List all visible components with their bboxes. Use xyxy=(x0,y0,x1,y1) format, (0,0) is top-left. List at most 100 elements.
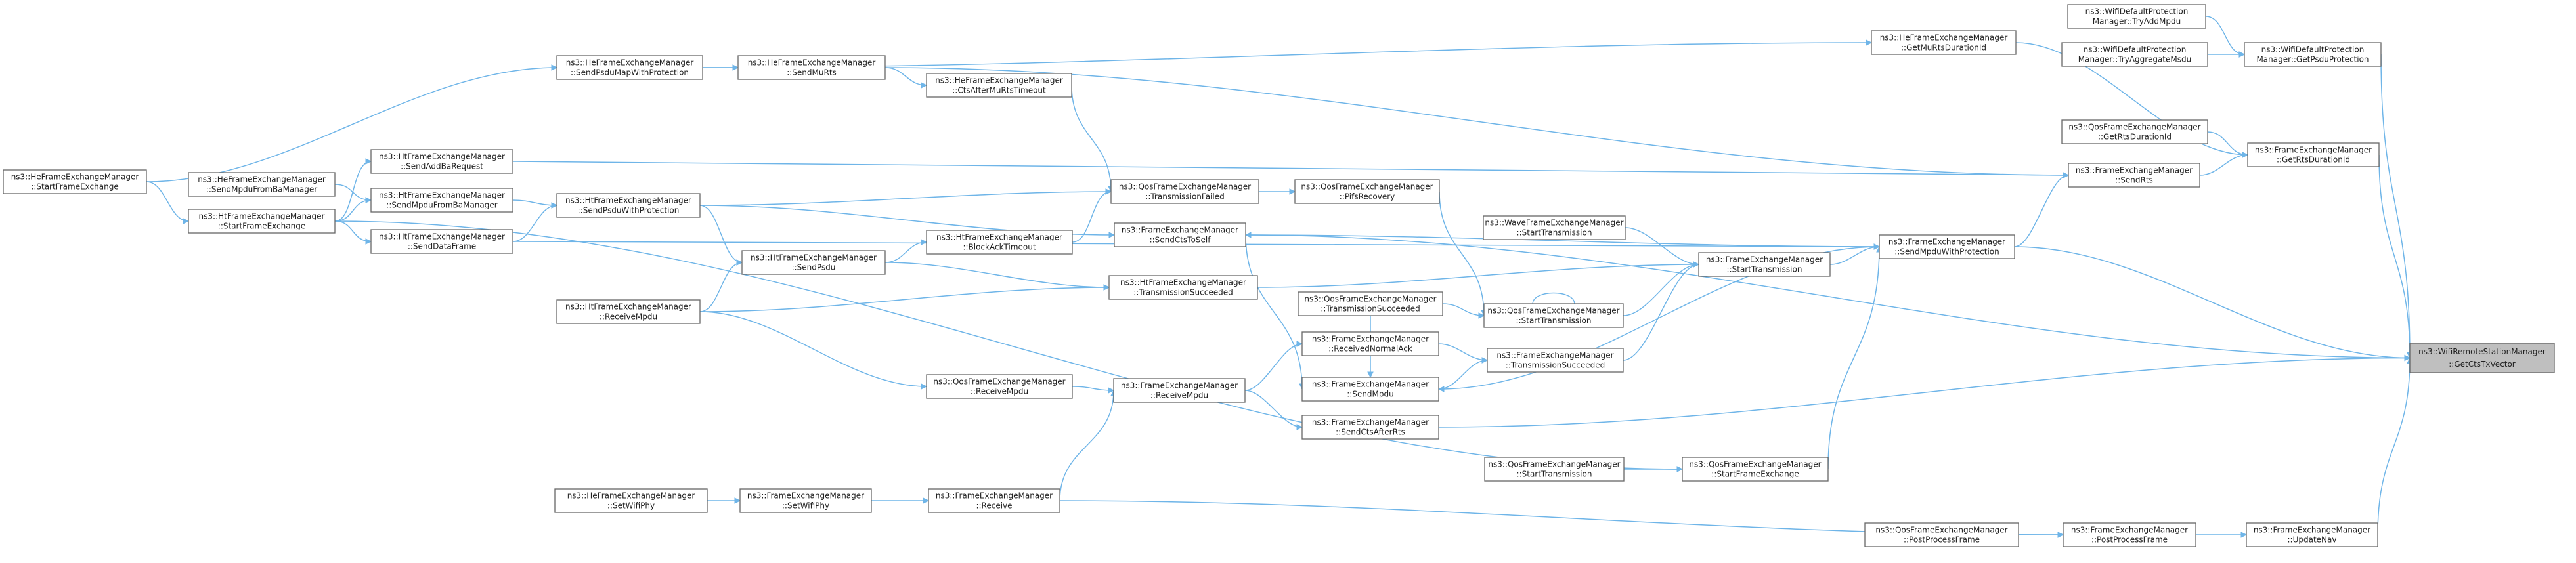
node-box xyxy=(2246,522,2378,547)
node-class-label: ns3::QosFrameExchangeManager xyxy=(2068,122,2200,131)
arrowhead xyxy=(921,239,928,245)
node-method-label: ::GetMuRtsDurationId xyxy=(1901,43,1986,52)
node-he-sendpsdumapwithprotection[interactable]: ns3::HeFrameExchangeManager::SendPsduMap… xyxy=(556,55,703,80)
node-box xyxy=(1698,252,1831,277)
node-he-sendmpdufrombamanager[interactable]: ns3::HeFrameExchangeManager::SendMpduFro… xyxy=(188,172,336,197)
node-fem-setwifiphy[interactable]: ns3::FrameExchangeManager::SetWifiPhy xyxy=(739,488,872,513)
node-root[interactable]: ns3::WifiRemoteStationManager::GetCtsTxV… xyxy=(2409,343,2555,373)
node-qos-pifsrecovery[interactable]: ns3::QosFrameExchangeManager::PifsRecove… xyxy=(1294,179,1440,204)
node-fem-receivednormalack[interactable]: ns3::FrameExchangeManager::ReceivedNorma… xyxy=(1301,331,1439,356)
node-method-label: Manager::TryAddMpdu xyxy=(2093,16,2181,26)
node-fem-sendctsafterrts[interactable]: ns3::FrameExchangeManager::SendCtsAfterR… xyxy=(1301,415,1439,440)
node-wdp-getpsduprotection[interactable]: ns3::WifiDefaultProtectionManager::GetPs… xyxy=(2244,42,2382,67)
node-fem-sendrts[interactable]: ns3::FrameExchangeManager::SendRts xyxy=(2068,163,2200,188)
node-method-label: ::SendMpduFromBaManager xyxy=(386,200,497,209)
node-fem-receive[interactable]: ns3::FrameExchangeManager::Receive xyxy=(928,488,1060,513)
node-qos-transmissionsucceeded[interactable]: ns3::QosFrameExchangeManager::Transmissi… xyxy=(1298,291,1443,316)
node-class-label: ns3::QosFrameExchangeManager xyxy=(1119,182,1251,191)
node-fem-sendctstoself[interactable]: ns3::FrameExchangeManager::SendCtsToSelf xyxy=(1114,222,1246,247)
node-fem-receivempdu[interactable]: ns3::FrameExchangeManager::ReceiveMpdu xyxy=(1113,378,1246,403)
node-fem-getrtsdurationid[interactable]: ns3::FrameExchangeManager::GetRtsDuratio… xyxy=(2247,142,2380,167)
node-he-getmurtsdurationid[interactable]: ns3::HeFrameExchangeManager::GetMuRtsDur… xyxy=(1871,30,2017,55)
call-edge xyxy=(334,161,372,222)
node-fem-sendmpduwithprotection[interactable]: ns3::FrameExchangeManager::SendMpduWithP… xyxy=(1879,234,2015,259)
arrowhead xyxy=(365,197,372,203)
node-class-label: ns3::WifiDefaultProtection xyxy=(2085,7,2189,16)
node-class-label: ns3::QosFrameExchangeManager xyxy=(1304,294,1436,303)
node-method-label: ::ReceivedNormalAck xyxy=(1328,344,1412,353)
node-class-label: ns3::HeFrameExchangeManager xyxy=(748,58,876,67)
arrowhead xyxy=(551,202,558,209)
node-fem-sendmpdu[interactable]: ns3::FrameExchangeManager::SendMpdu xyxy=(1301,377,1439,402)
node-wave-starttransmission[interactable]: ns3::WaveFrameExchangeManager::StartTran… xyxy=(1483,215,1626,240)
node-box xyxy=(1108,275,1258,300)
arrowhead xyxy=(365,158,372,165)
node-he-setwifiphy[interactable]: ns3::HeFrameExchangeManager::SetWifiPhy xyxy=(554,488,708,513)
node-class-label: ns3::QosFrameExchangeManager xyxy=(1301,182,1433,191)
node-box xyxy=(2409,343,2555,373)
node-method-label: ::PostProcessFrame xyxy=(1904,535,1980,544)
node-method-label: ::TransmissionSucceeded xyxy=(1506,360,1605,369)
node-qos-startframeexchange[interactable]: ns3::QosFrameExchangeManager::StartFrame… xyxy=(1682,457,1829,482)
node-ht-sendmpdufrombamanager[interactable]: ns3::HtFrameExchangeManager::SendMpduFro… xyxy=(370,188,513,213)
node-class-label: ns3::HeFrameExchangeManager xyxy=(1880,33,2008,42)
node-class-label: ns3::HtFrameExchangeManager xyxy=(379,190,505,199)
node-ht-sendpsduwithprotection[interactable]: ns3::HtFrameExchangeManager::SendPsduWit… xyxy=(556,193,701,218)
node-qos-starttransmission[interactable]: ns3::QosFrameExchangeManager::StartTrans… xyxy=(1483,303,1624,328)
node-box xyxy=(1487,348,1624,373)
arrowhead xyxy=(1676,466,1684,472)
node-qos-getrtsdurationid[interactable]: ns3::QosFrameExchangeManager::GetRtsDura… xyxy=(2061,119,2208,144)
node-box xyxy=(1879,234,2015,259)
node-fem-updatenav[interactable]: ns3::FrameExchangeManager::UpdateNav xyxy=(2246,522,2378,547)
call-edge xyxy=(334,220,1683,470)
node-wdp-tryaddmpdu[interactable]: ns3::WifiDefaultProtectionManager::TryAd… xyxy=(2067,4,2206,29)
node-he-ctsaftermurtstimeout[interactable]: ns3::HeFrameExchangeManager::CtsAfterMuR… xyxy=(926,73,1072,98)
node-ht-transmissionsucceeded[interactable]: ns3::HtFrameExchangeManager::Transmissio… xyxy=(1108,275,1258,300)
node-box xyxy=(1298,291,1443,316)
node-class-label: ns3::WaveFrameExchangeManager xyxy=(1485,218,1623,227)
node-fem-starttransmission[interactable]: ns3::FrameExchangeManager::StartTransmis… xyxy=(1698,252,1831,277)
node-method-label: ::SendDataFrame xyxy=(408,241,476,251)
node-class-label: ns3::WifiRemoteStationManager xyxy=(2418,347,2546,356)
node-method-label: Manager::TryAggregateMsdu xyxy=(2078,54,2191,64)
arrowhead xyxy=(365,238,372,245)
node-fem-transmissionsucceeded[interactable]: ns3::FrameExchangeManager::TransmissionS… xyxy=(1487,348,1624,373)
node-method-label: ::SendMuRts xyxy=(787,68,837,77)
call-edge xyxy=(2199,154,2248,176)
call-edge xyxy=(884,67,927,86)
node-class-label: ns3::FrameExchangeManager xyxy=(1312,379,1429,388)
call-edge xyxy=(2207,131,2248,156)
node-class-label: ns3::HeFrameExchangeManager xyxy=(11,172,139,181)
node-qos-starttransmission2[interactable]: ns3::QosFrameExchangeManager::StartTrans… xyxy=(1484,457,1625,482)
arrowhead xyxy=(2238,51,2246,58)
node-box xyxy=(1294,179,1440,204)
node-box xyxy=(2063,522,2196,547)
node-method-label: ::SendCtsAfterRts xyxy=(1336,427,1405,436)
node-wdp-tryaggregatemsdu[interactable]: ns3::WifiDefaultProtectionManager::TryAg… xyxy=(2061,42,2208,67)
node-qos-receivempdu[interactable]: ns3::QosFrameExchangeManager::ReceiveMpd… xyxy=(926,374,1073,399)
arrowhead xyxy=(1289,188,1296,195)
node-box xyxy=(556,193,701,218)
arrowhead xyxy=(2063,172,2070,178)
node-ht-blockacktimeout[interactable]: ns3::HtFrameExchangeManager::BlockAckTim… xyxy=(926,230,1073,255)
node-method-label: ::StartFrameExchange xyxy=(1711,469,1799,478)
node-ht-sendpsdu[interactable]: ns3::HtFrameExchangeManager::SendPsdu xyxy=(741,250,886,275)
node-qos-postprocessframe[interactable]: ns3::QosFrameExchangeManager::PostProces… xyxy=(1864,522,2019,547)
node-method-label: ::TransmissionSucceeded xyxy=(1321,304,1420,313)
node-ht-startframeexchange[interactable]: ns3::HtFrameExchangeManager::StartFrameE… xyxy=(188,209,336,234)
node-class-label: ns3::FrameExchangeManager xyxy=(2071,525,2188,534)
node-method-label: ::PostProcessFrame xyxy=(2091,535,2168,544)
node-ht-sendaddbarequest[interactable]: ns3::HtFrameExchangeManager::SendAddBaRe… xyxy=(370,149,513,174)
node-box xyxy=(1484,457,1625,482)
node-fem-postprocessframe[interactable]: ns3::FrameExchangeManager::PostProcessFr… xyxy=(2063,522,2196,547)
node-ht-senddataframe[interactable]: ns3::HtFrameExchangeManager::SendDataFra… xyxy=(370,229,513,254)
node-he-sendmurts[interactable]: ns3::HeFrameExchangeManager::SendMuRts xyxy=(737,55,886,80)
node-method-label: ::SendMpduWithProtection xyxy=(1894,247,1999,256)
node-ht-receivempdu[interactable]: ns3::HtFrameExchangeManager::ReceiveMpdu xyxy=(556,299,701,324)
node-he-startframeexchange[interactable]: ns3::HeFrameExchangeManager::StartFrameE… xyxy=(3,169,147,194)
node-class-label: ns3::HtFrameExchangeManager xyxy=(1120,278,1246,287)
node-class-label: ns3::FrameExchangeManager xyxy=(1312,334,1429,343)
node-method-label: ::SendPsdu xyxy=(792,262,836,272)
node-qos-transmissionfailed[interactable]: ns3::QosFrameExchangeManager::Transmissi… xyxy=(1110,179,1259,204)
